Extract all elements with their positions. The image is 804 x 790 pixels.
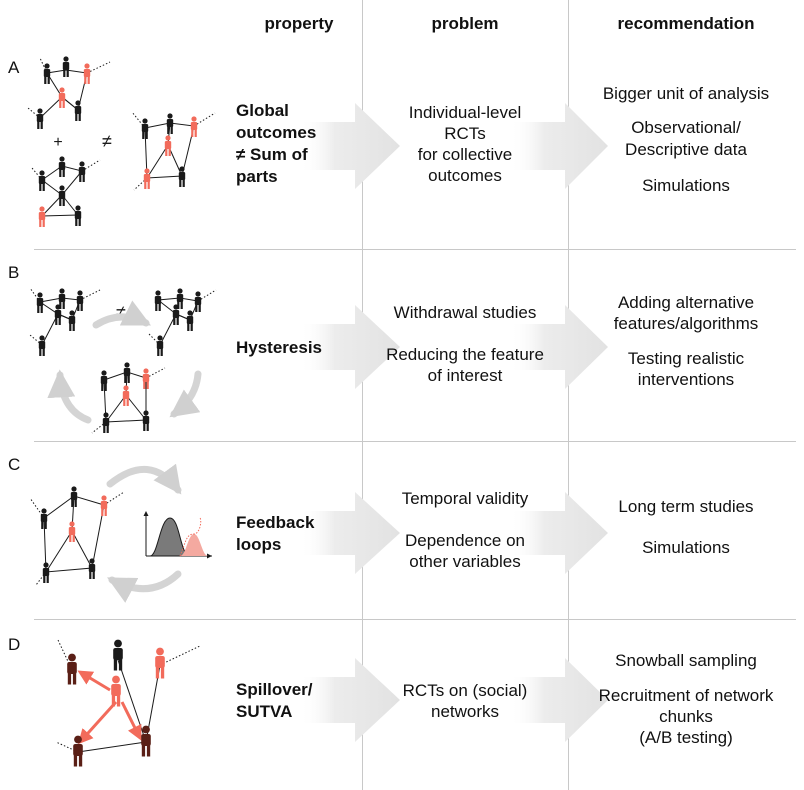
property-b: Hysteresis [236,337,322,359]
arrow-b-1 [300,305,400,389]
recommendation-d: Snowball sampling Recruitment of network… [568,650,804,748]
arrow-b-2 [510,305,608,389]
property-c-line-2: loops [236,535,282,554]
column-divider-1 [362,0,363,790]
recommendation-b-line-4: Testing realistic [627,349,745,368]
recommendation-a-line-1: Bigger unit of analysis [602,84,770,103]
header-recommendation: recommendation [617,14,755,33]
header-problem: problem [431,14,499,33]
recommendation-a: Bigger unit of analysis Observational/ D… [568,83,804,197]
recommendation-a-line-3: Observational/ [631,118,741,137]
plus-symbol: + [53,134,62,151]
header-property: property [264,14,334,33]
row-label-b: B [8,263,20,282]
neq-symbol-a: ≠ [102,131,112,151]
recommendation-b: Adding alternative features/algorithms T… [568,292,804,390]
problem-b-line-3: Reducing the feature [386,345,544,364]
recommendation-b-line-5: interventions [637,370,735,389]
network-illustrations: + ≠ [27,56,217,767]
problem-d-line-1: RCTs on (social) [402,681,528,700]
recommendation-c-line-1: Long term studies [618,497,754,516]
problem-c: Temporal validity Dependence on other va… [362,488,568,572]
arrow-c-1 [300,492,400,574]
problem-b-line-1: Withdrawal studies [393,303,537,322]
property-d: Spillover/ SUTVA [236,679,313,723]
arrow-c-2 [510,492,608,574]
property-d-line-2: SUTVA [236,702,293,721]
problem-a-line-1: Individual-level [408,103,522,122]
problem-b-line-4: of interest [427,366,503,385]
problem-d: RCTs on (social) networks [362,680,568,722]
problem-c-line-3: Dependence on [404,531,526,550]
property-a: Global outcomes ≠ Sum of parts [236,100,316,188]
column-divider-2 [568,0,569,790]
arrow-a-1 [300,103,400,189]
recommendation-b-line-2: features/algorithms [613,314,759,333]
row-label-d: D [8,635,21,654]
arrow-a-2 [510,103,608,189]
row-divider-bc [34,441,796,442]
recommendation-d-line-4: chunks [659,707,713,726]
problem-c-line-4: other variables [409,552,521,571]
arrow-d-2 [510,658,608,742]
property-d-line-1: Spillover/ [236,680,313,699]
property-c: Feedback loops [236,512,314,556]
recommendation-d-line-5: (A/B testing) [639,728,733,747]
arrow-d-1 [300,658,400,742]
recommendation-b-line-1: Adding alternative [617,293,755,312]
row-divider-ab [34,249,796,250]
density-chart-icon [143,511,212,559]
problem-a-line-2: RCTs [444,124,486,143]
property-a-line-2: outcomes [236,123,317,142]
recommendation-a-line-6: Simulations [642,176,730,195]
problem-a-line-3: for collective [417,145,513,164]
property-b-line-1: Hysteresis [236,338,323,357]
recommendation-a-line-4: Descriptive data [625,140,747,159]
recommendation-d-line-1: Snowball sampling [615,651,757,670]
property-a-line-3: ≠ Sum of [236,145,308,164]
problem-b: Withdrawal studies Reducing the feature … [362,302,568,386]
row-label-c: C [8,455,21,474]
property-a-line-1: Global [236,101,289,120]
recommendation-c: Long term studies Simulations [568,496,804,558]
recommendation-d-line-3: Recruitment of network [598,686,774,705]
problem-d-line-2: networks [430,702,500,721]
problem-c-line-1: Temporal validity [401,489,529,508]
property-a-line-4: parts [236,167,278,186]
recommendation-c-line-3: Simulations [642,538,730,557]
property-c-line-1: Feedback [236,513,315,532]
row-label-a: A [8,58,20,77]
problem-a: Individual-level RCTs for collective out… [362,102,568,186]
row-divider-cd [34,619,796,620]
problem-a-line-4: outcomes [428,166,502,185]
